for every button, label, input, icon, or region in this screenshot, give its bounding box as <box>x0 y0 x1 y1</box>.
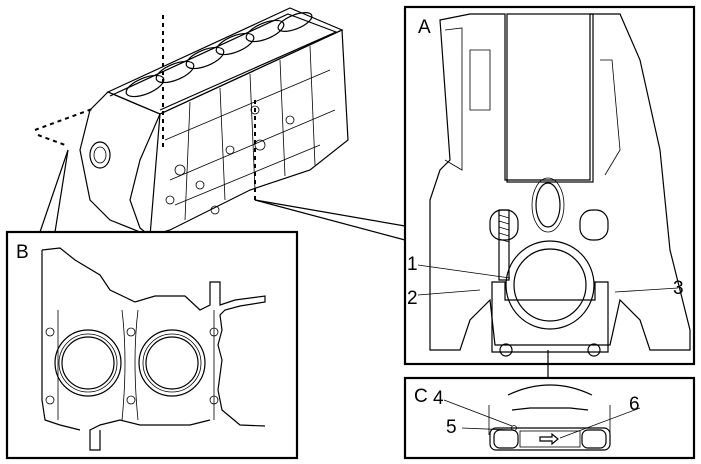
cylinder-bores <box>125 12 313 98</box>
callout-3: 3 <box>673 278 684 299</box>
callout-5: 5 <box>446 417 457 438</box>
callout-1: 1 <box>407 254 418 275</box>
view-label-b: B <box>16 242 29 263</box>
detail-view-c: C 4 5 6 <box>403 376 696 460</box>
callout-4: 4 <box>433 388 444 409</box>
engine-block-illustration <box>34 7 406 241</box>
detail-view-a: A 1 2 3 <box>403 5 696 366</box>
callout-6: 6 <box>629 394 640 415</box>
view-label-c: C <box>414 386 428 407</box>
detail-view-b: B <box>5 230 299 460</box>
callout-2: 2 <box>407 288 418 309</box>
cylinder-bores-top-view <box>54 329 206 397</box>
view-label-a: A <box>418 17 431 38</box>
